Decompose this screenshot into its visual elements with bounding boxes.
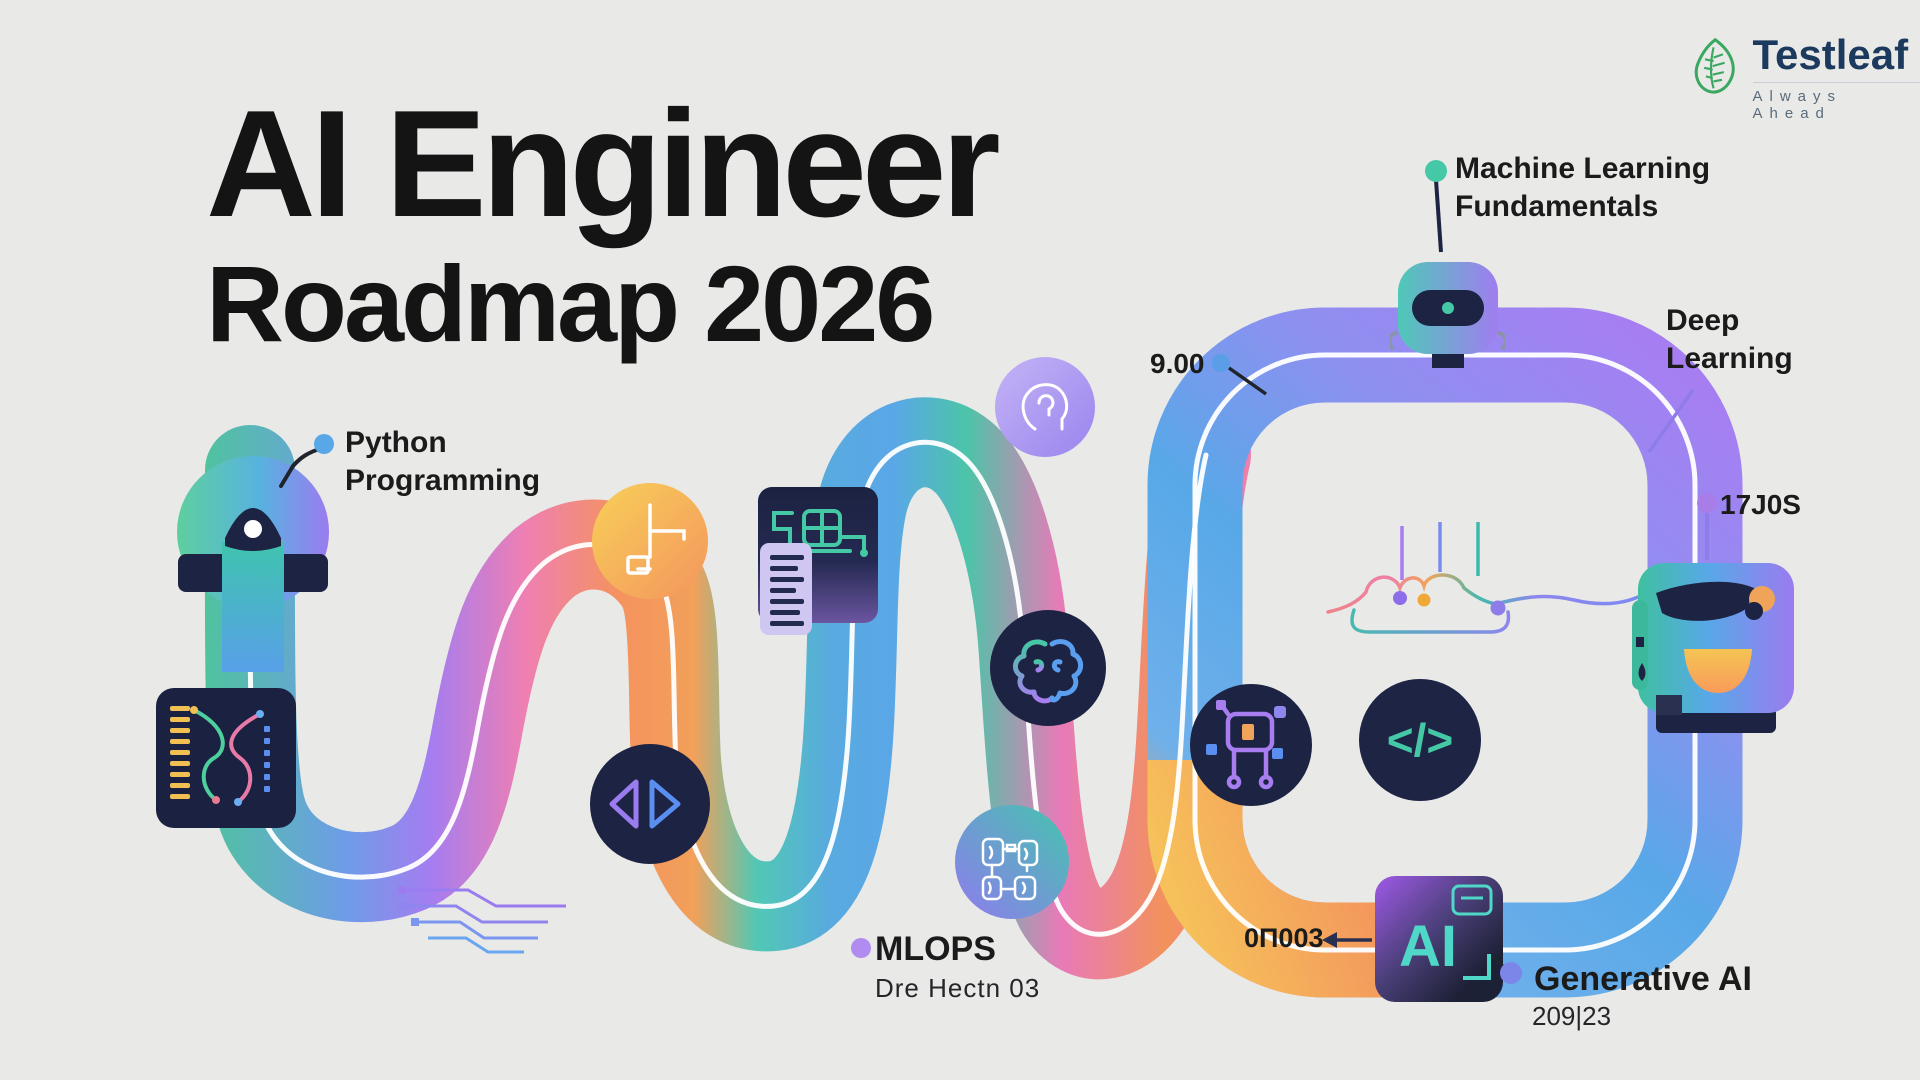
leaf-icon xyxy=(1694,37,1735,94)
brain-icon xyxy=(990,610,1106,726)
robot-node-icon xyxy=(1190,684,1312,806)
annotation-17j0s: 17J0S xyxy=(1720,489,1801,520)
start-robot-icon xyxy=(177,456,329,672)
code-glyph-text: </> xyxy=(1387,714,1454,766)
sql-table-icon xyxy=(758,487,878,635)
ai-glyph-text: AI xyxy=(1399,914,1457,979)
loop-centerline xyxy=(1192,352,1698,953)
label-mlops: MLOPS xyxy=(875,930,996,968)
robot-visor xyxy=(1656,581,1756,621)
title-line-1: AI Engineer xyxy=(206,79,1001,249)
brand-name: Testleaf xyxy=(1752,31,1909,78)
profile-head-icon xyxy=(995,357,1095,457)
label-generative-ai-sub: 209|23 xyxy=(1532,1001,1612,1031)
assistant-robot-icon xyxy=(1390,262,1505,368)
label-deep-learning: Deep Learning xyxy=(1666,304,1793,375)
title-line-2: Roadmap 2026 xyxy=(206,243,935,364)
cloud-graph-icon xyxy=(1326,522,1650,634)
label-python-programming: Python Programming xyxy=(345,426,541,497)
humanoid-robot-icon xyxy=(1632,563,1794,733)
brand-logo: Testleaf Always Ahead xyxy=(1688,34,1920,122)
annotation-900: 9.00 xyxy=(1150,348,1205,379)
compare-arrows-icon xyxy=(590,744,710,864)
annotation-0n003: 0П003 xyxy=(1244,923,1324,953)
page-title: AI Engineer Roadmap 2026 xyxy=(206,79,1001,364)
label-machine-learning-fundamentals: Machine Learning Fundamentals xyxy=(1455,152,1711,223)
serpentine-centerline xyxy=(247,439,1209,937)
chip-network-icon xyxy=(955,805,1069,919)
code-icon: </> xyxy=(1359,679,1481,801)
robot-mouth xyxy=(1684,649,1752,693)
dataflow-panel-icon xyxy=(156,688,296,828)
circuit-traces-icon xyxy=(398,886,566,954)
brand-tagline: Always Ahead xyxy=(1752,82,1920,122)
generative-ai-chip-icon: AI xyxy=(1375,876,1503,1002)
loop-road xyxy=(1147,307,1743,998)
flowchart-node-icon xyxy=(592,483,708,599)
label-generative-ai: Generative AI xyxy=(1534,960,1752,998)
label-mlops-sub: Dre Hectn 03 xyxy=(875,973,1041,1003)
